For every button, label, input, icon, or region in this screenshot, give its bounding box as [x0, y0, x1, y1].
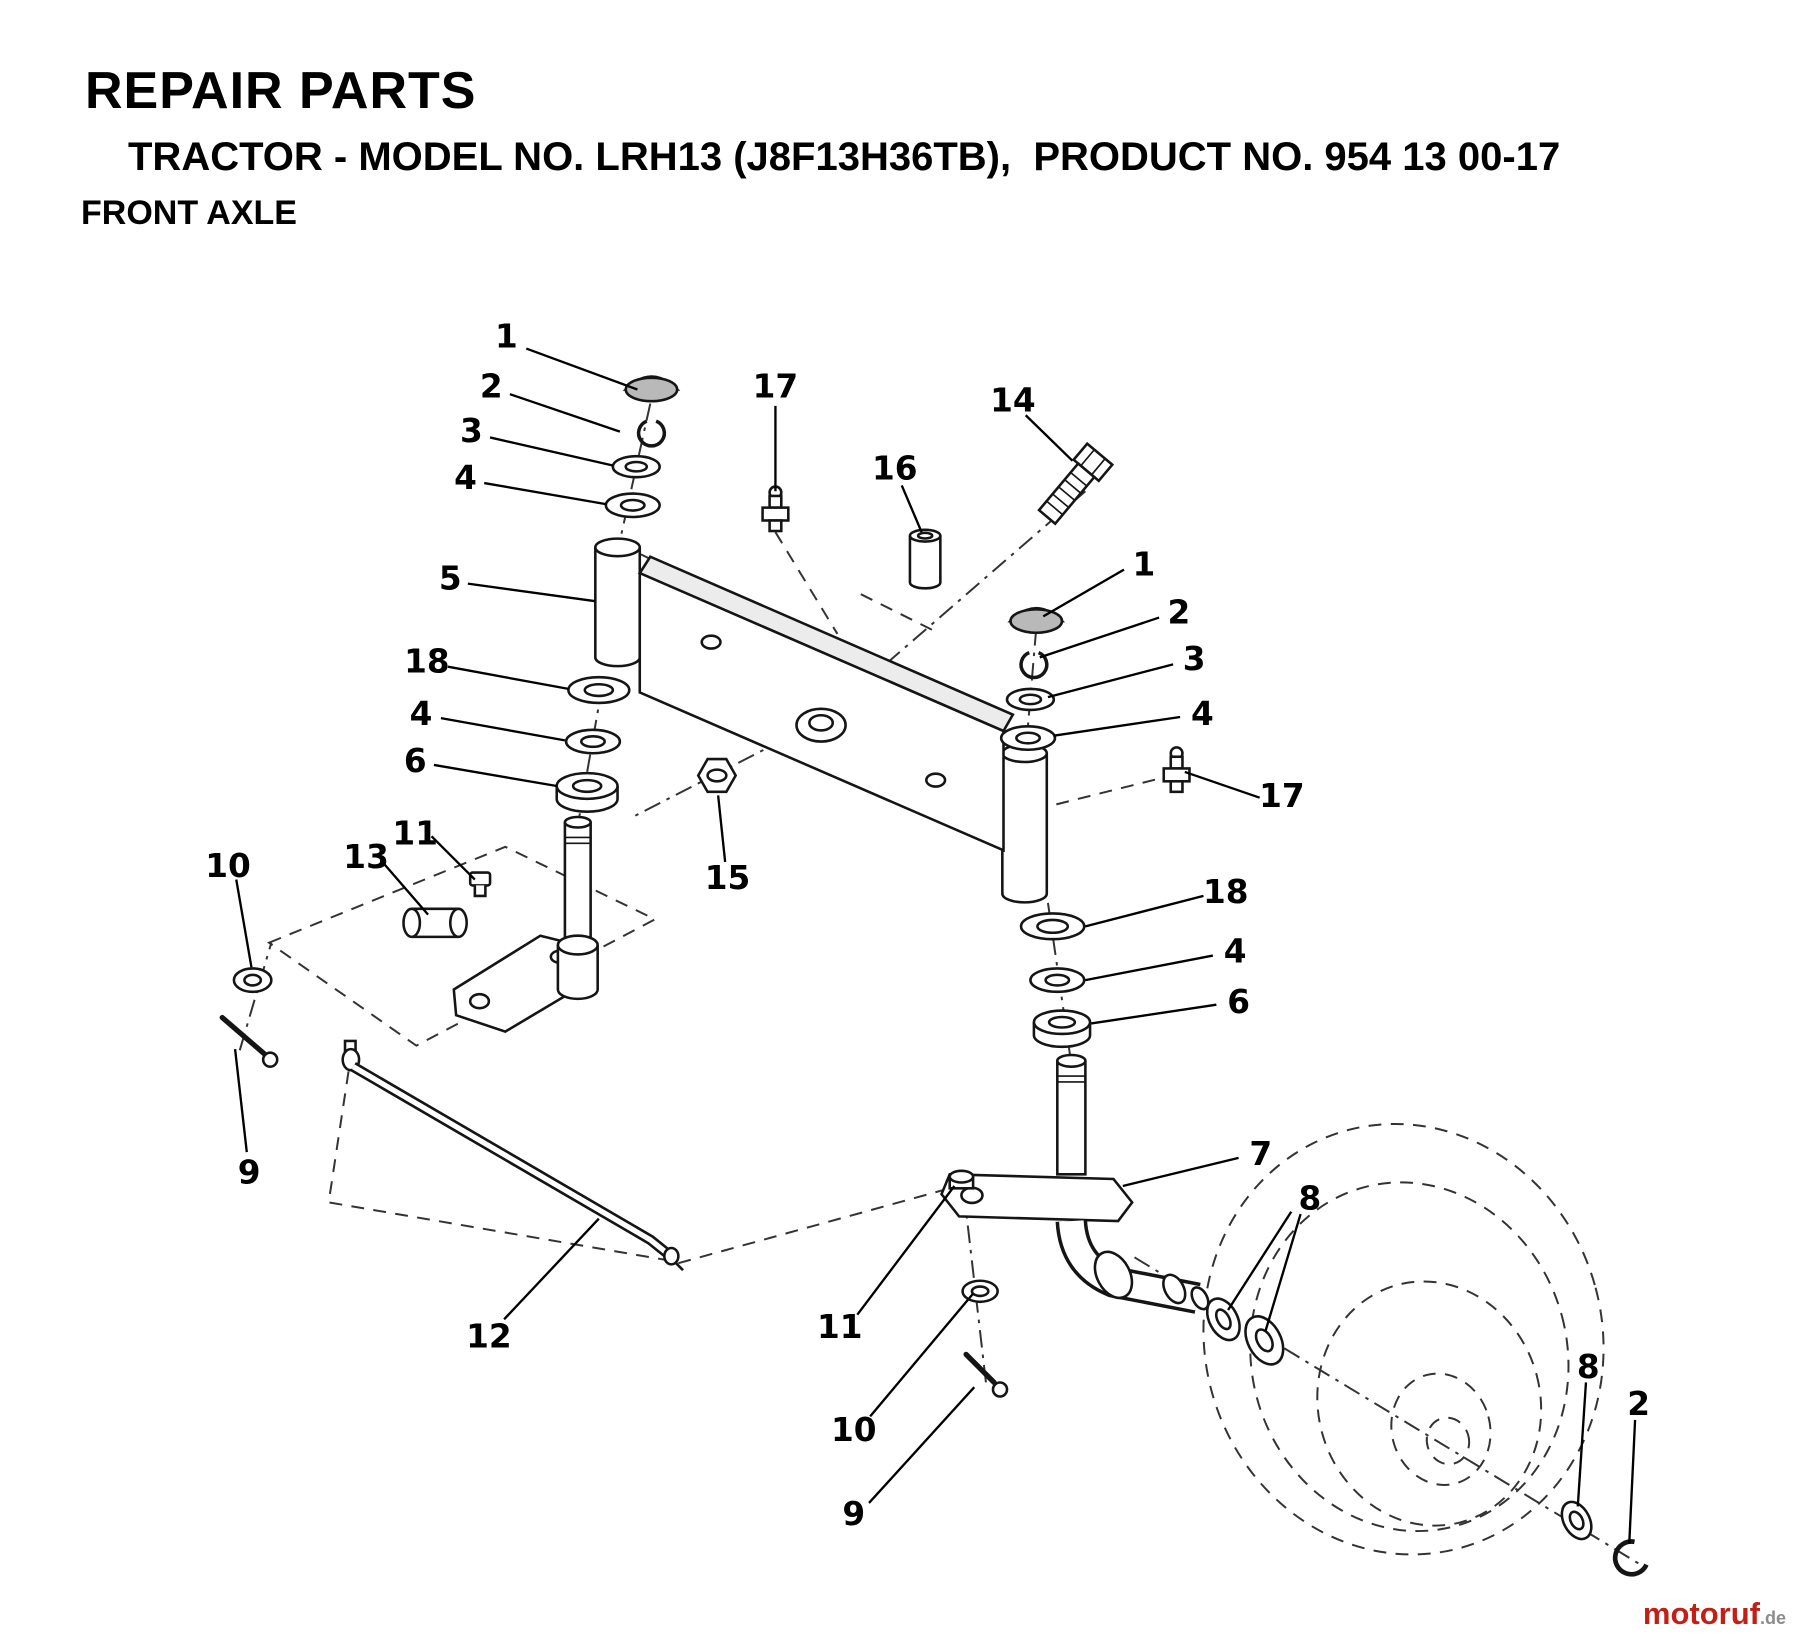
part-1-cap-left	[622, 375, 681, 403]
part-9-cotter-pin-right	[963, 1351, 1009, 1398]
callout-17a: 17	[753, 368, 799, 406]
callout-14: 14	[990, 382, 1036, 420]
part-11-bolt-left	[468, 871, 492, 898]
callout-4c: 4	[410, 695, 433, 733]
part-17-grease-fitting-left	[761, 485, 790, 533]
callout-6a: 6	[404, 742, 427, 780]
callout-11a: 11	[392, 814, 438, 852]
callout-18a: 18	[404, 643, 450, 681]
callout-10b: 10	[831, 1411, 877, 1449]
callout-3b: 3	[1183, 640, 1206, 678]
part-18-washer-right	[1019, 912, 1086, 941]
part-3-washer-left	[611, 454, 661, 479]
callout-labels: 1 2 3 4 17 16 14 1 2 3 4 17 5 18 4 6 15 …	[205, 317, 1650, 1533]
part-11-bushing-right	[948, 1169, 975, 1190]
callout-1b: 1	[1132, 545, 1155, 583]
watermark: motoruf.de	[1643, 1596, 1786, 1632]
callout-12: 12	[466, 1317, 512, 1355]
part-2-ering-right	[1019, 651, 1049, 680]
part-16-spacer	[908, 528, 942, 590]
part-1-cap-right	[1007, 607, 1066, 635]
part-8-washers-spindle	[1205, 1297, 1285, 1366]
callout-4b: 4	[1191, 695, 1214, 733]
part-4-washer-left-top	[604, 492, 661, 519]
part-10-washer-left	[232, 967, 273, 994]
section-title: FRONT AXLE	[81, 193, 297, 232]
callout-3a: 3	[460, 412, 483, 450]
callout-4a: 4	[454, 459, 477, 497]
part-17-grease-fitting-right	[1162, 746, 1191, 794]
part-5-axle-beam	[594, 537, 1049, 904]
wheel-phantom-outline	[1202, 1122, 1605, 1556]
page-title: REPAIR PARTS	[85, 62, 477, 120]
part-18-washer-left	[567, 675, 631, 705]
callout-17b: 17	[1259, 777, 1305, 815]
left-spindle-assembly	[452, 815, 599, 1034]
part-12-drag-link	[341, 1039, 684, 1272]
callout-9a: 9	[238, 1154, 261, 1192]
callout-4d: 4	[1224, 933, 1247, 971]
model-product-line: TRACTOR - MODEL NO. LRH13 (J8F13H36TB), …	[128, 134, 1561, 179]
callout-9b: 9	[842, 1495, 865, 1533]
part-13-bushing	[402, 907, 468, 939]
part-2-ering-left	[636, 419, 667, 448]
part-2-ering-wheel	[1612, 1539, 1649, 1577]
header: REPAIR PARTS TRACTOR - MODEL NO. LRH13 (…	[81, 62, 1561, 233]
part-4-washer-right-top	[999, 725, 1057, 752]
watermark-domain: .de	[1759, 1608, 1786, 1628]
callout-16: 16	[872, 450, 918, 488]
part-8-washer-wheel	[1560, 1500, 1593, 1541]
callout-2b: 2	[1168, 593, 1191, 631]
callout-10a: 10	[205, 847, 251, 885]
leader-lines	[233, 347, 1637, 1544]
callout-8b: 8	[1577, 1348, 1600, 1386]
callout-15: 15	[705, 859, 751, 897]
watermark-brand: motoruf	[1642, 1596, 1760, 1631]
callout-2c: 2	[1627, 1385, 1650, 1423]
part-6-bushing-right	[1032, 1009, 1092, 1049]
part-9-cotter-pin-left	[219, 1014, 279, 1068]
part-3-washer-right	[1005, 687, 1056, 712]
part-15-nut	[696, 757, 738, 794]
part-4-washer-right-bottom	[1029, 967, 1086, 994]
callout-8a: 8	[1299, 1179, 1322, 1217]
callout-13: 13	[343, 838, 389, 876]
part-4-washer-left-bottom	[564, 728, 622, 755]
callout-5: 5	[439, 559, 462, 597]
part-14-bolt	[1037, 441, 1115, 526]
callout-11b: 11	[817, 1308, 863, 1346]
part-7-spindle-right	[940, 1053, 1210, 1314]
callout-7: 7	[1249, 1135, 1272, 1173]
callout-18b: 18	[1203, 873, 1249, 911]
callout-2a: 2	[480, 368, 503, 406]
part-6-bushing-left	[555, 771, 619, 813]
callout-6b: 6	[1227, 983, 1250, 1021]
callout-1a: 1	[495, 317, 518, 355]
